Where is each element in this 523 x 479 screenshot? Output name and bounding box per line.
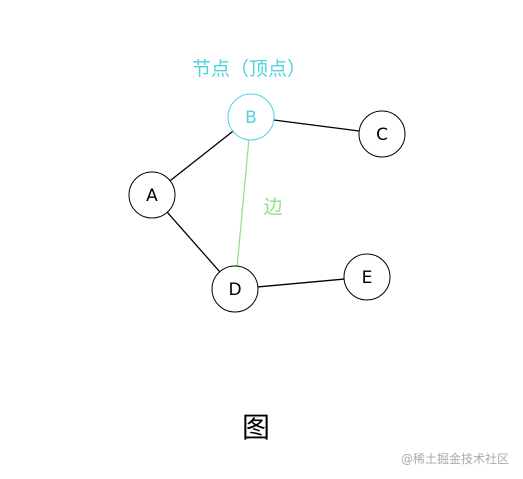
- edge-a-d: [166, 211, 221, 273]
- edge-b-c: [273, 119, 360, 132]
- figure-caption: 图: [242, 411, 270, 444]
- node-circle-d: [211, 265, 259, 313]
- node-a: A: [128, 171, 176, 219]
- edge-annotation-label: 边: [263, 196, 282, 218]
- edge-d-e: [257, 278, 345, 288]
- edge-a-b: [169, 130, 234, 182]
- node-circle-e: [343, 253, 391, 301]
- node-b: B: [227, 93, 275, 141]
- node-circle-b: [227, 93, 275, 141]
- node-e: E: [343, 253, 391, 301]
- nodes-layer: A B C D E: [128, 93, 406, 313]
- node-label-a: A: [146, 186, 158, 206]
- node-d: D: [211, 265, 259, 313]
- node-c: C: [358, 110, 406, 158]
- watermark: @稀土掘金技术社区: [401, 451, 509, 466]
- node-label-d: D: [228, 280, 241, 300]
- node-label-e: E: [362, 268, 373, 288]
- node-label-b: B: [245, 108, 257, 128]
- node-circle-a: [128, 171, 176, 219]
- node-label-c: C: [376, 125, 388, 145]
- node-annotation-label: 节点（顶点）: [192, 58, 306, 80]
- edges-layer: [166, 119, 360, 288]
- node-circle-c: [358, 110, 406, 158]
- edge-b-d: [236, 139, 250, 267]
